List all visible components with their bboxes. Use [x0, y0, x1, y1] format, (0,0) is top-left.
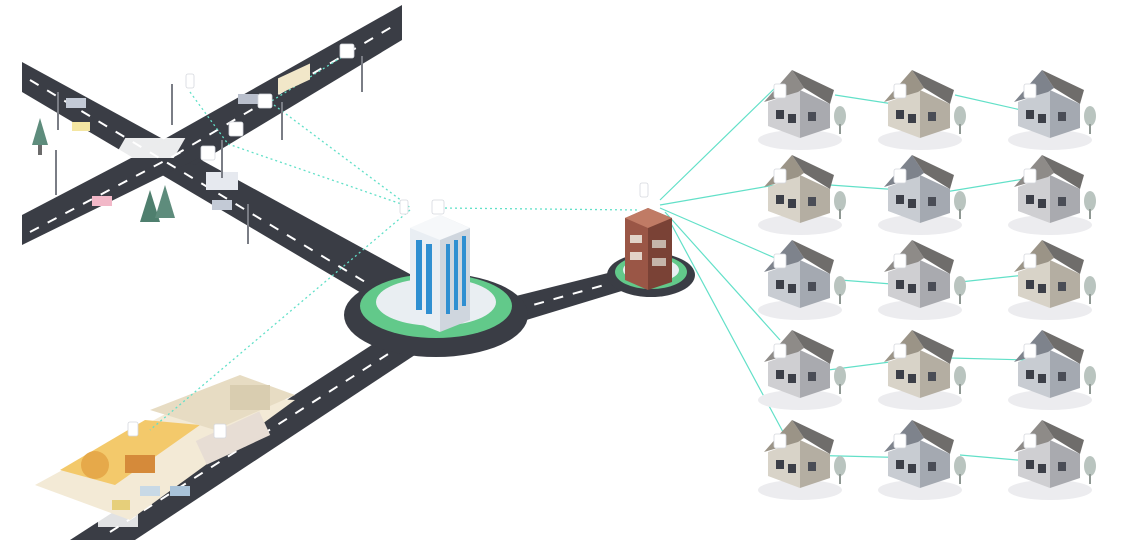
residential-houses [758, 70, 1096, 500]
access-point-icon [213, 423, 227, 439]
access-point-icon [1023, 343, 1037, 359]
house-icon [878, 155, 966, 235]
road-up-right [145, 5, 402, 165]
house-icon [1008, 70, 1096, 150]
access-point-icon [773, 253, 787, 269]
house-icon [1008, 330, 1096, 410]
access-point-icon [1023, 83, 1037, 99]
brick-building-icon [625, 208, 672, 290]
road-down-left [22, 135, 215, 245]
access-point-icon [773, 83, 787, 99]
car-icon [170, 486, 190, 496]
truck-icon [278, 63, 310, 95]
crosswalk [98, 138, 186, 527]
bus-stop-icon [125, 455, 155, 473]
access-point-icon [1023, 168, 1037, 184]
car-icon [72, 122, 90, 131]
access-point-icon [339, 43, 355, 59]
access-point-icon [639, 182, 649, 198]
street-furniture [32, 56, 363, 244]
access-point-icon [893, 83, 907, 99]
access-point-icon [185, 73, 195, 89]
access-point-icon [399, 199, 409, 215]
access-point-icon [893, 253, 907, 269]
access-point-icon [1023, 253, 1037, 269]
car-icon [112, 500, 130, 510]
playground-icon [81, 451, 109, 479]
house-icon [1008, 420, 1096, 500]
access-point-icon [1023, 433, 1037, 449]
bus-icon [195, 411, 271, 465]
access-point-icon [893, 433, 907, 449]
house-icon [758, 240, 846, 320]
house-icon [878, 240, 966, 320]
house-icon [758, 420, 846, 500]
access-point-icon [773, 343, 787, 359]
truck-icon [206, 172, 238, 190]
access-point-icon [127, 421, 139, 437]
house-icon [1008, 240, 1096, 320]
house-icon [758, 330, 846, 410]
car-icon [92, 196, 112, 206]
road-centerline [29, 149, 186, 233]
tree-icon [32, 118, 48, 155]
access-points [127, 43, 649, 439]
house-icon [878, 420, 966, 500]
house-icon [758, 70, 846, 150]
car-icon [66, 98, 86, 108]
wireless-links [149, 51, 1041, 463]
access-point-icon [773, 433, 787, 449]
access-point-icon [228, 121, 244, 137]
car-icon [212, 200, 232, 210]
car-icon [238, 94, 258, 104]
vehicles [66, 63, 310, 510]
access-point-icon [431, 199, 445, 215]
access-point-icon [893, 168, 907, 184]
tree-icon [140, 185, 175, 222]
house-icon [1008, 155, 1096, 235]
access-point-icon [893, 343, 907, 359]
access-point-icon [773, 168, 787, 184]
house-icon [878, 330, 966, 410]
access-point-icon [200, 145, 216, 161]
car-icon [140, 486, 160, 496]
access-point-icon [257, 93, 273, 109]
office-tower-icon [410, 215, 470, 332]
road-centerline [514, 281, 616, 311]
house-icon [878, 70, 966, 150]
house-icon [758, 155, 846, 235]
